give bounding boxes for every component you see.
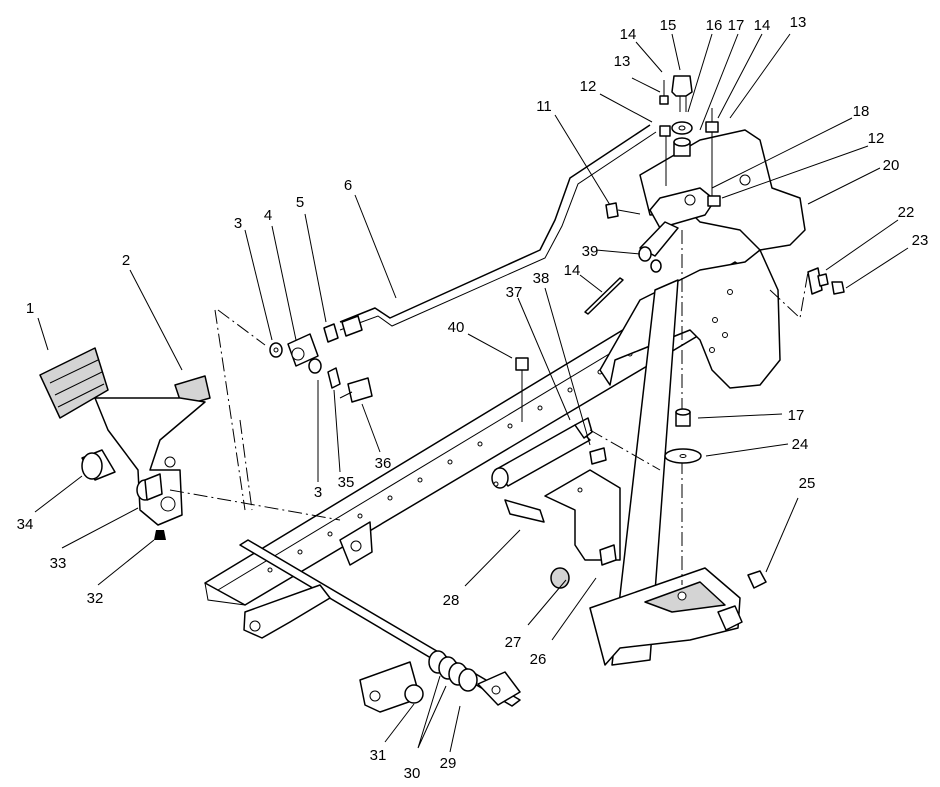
callout-22: 22: [898, 204, 915, 221]
stack-parts: [659, 75, 721, 207]
rod-end-assembly: [269, 323, 373, 403]
callout-12: 12: [580, 78, 597, 95]
callout-28: 28: [443, 592, 460, 609]
bolt-15-head: [671, 75, 693, 97]
callout-17-lower: 17: [788, 407, 805, 424]
callout-29: 29: [440, 755, 457, 772]
callout-24: 24: [792, 436, 809, 453]
callout-23: 23: [912, 232, 929, 249]
callout-20: 20: [883, 157, 900, 174]
pedal-pad-left: [39, 347, 109, 419]
nut-5: [323, 323, 339, 343]
callout-37: 37: [506, 284, 523, 301]
nut-23: [831, 281, 845, 295]
nut-25: [747, 570, 767, 589]
callout-3-lower: 3: [314, 484, 322, 501]
bolt-40: [515, 357, 529, 422]
cylinder-assembly: [491, 417, 621, 589]
support-post: [611, 279, 679, 666]
callout-3: 3: [234, 215, 242, 232]
bolt-36-head: [347, 377, 373, 403]
callout-12-right: 12: [868, 130, 885, 147]
callout-11: 11: [536, 98, 552, 115]
washer-13a: [659, 95, 669, 105]
callout-27: 27: [505, 634, 522, 651]
callout-36: 36: [375, 455, 392, 472]
pedal-bushing: [81, 449, 116, 481]
callout-34: 34: [17, 516, 34, 533]
nut-32: [154, 530, 166, 540]
callout-14-right: 14: [754, 17, 771, 34]
callout-30: 30: [404, 765, 421, 782]
callout-14: 14: [620, 26, 637, 43]
bushing-17-lower: [675, 408, 691, 427]
callout-labels: 1 2 3 4 5 6 3 35 36 34 33 32 40 37 38 39…: [17, 14, 929, 782]
callout-35: 35: [338, 474, 355, 491]
clip-22: [807, 267, 829, 295]
callout-14-lower: 14: [564, 262, 581, 279]
callout-4: 4: [264, 207, 272, 224]
callout-2: 2: [122, 252, 130, 269]
callout-18: 18: [853, 103, 870, 120]
pedal-assembly: [39, 347, 211, 526]
lock-washer-35: [327, 367, 341, 389]
pedal-arm: [94, 397, 206, 526]
pivot-arm: [638, 187, 716, 273]
callout-16: 16: [706, 17, 723, 34]
callout-17: 17: [728, 17, 745, 34]
end-clip: [477, 671, 521, 706]
callout-13-right: 13: [790, 14, 807, 31]
callout-26: 26: [530, 651, 547, 668]
callout-1: 1: [26, 300, 34, 317]
mounting-plate: [599, 129, 806, 666]
control-rod: [339, 124, 657, 337]
bolt-11-head: [605, 202, 619, 219]
pin-14: [584, 277, 624, 315]
fitting-38: [589, 447, 607, 465]
washer-24: [664, 448, 702, 464]
callout-31: 31: [370, 747, 387, 764]
callout-39: 39: [582, 243, 599, 260]
callout-5: 5: [296, 194, 304, 211]
nut-12a: [659, 125, 671, 137]
leader-lines: [34, 33, 909, 753]
washer-39: [650, 259, 662, 273]
callout-6: 6: [344, 177, 352, 194]
pedal-pin: [136, 473, 163, 501]
callout-33: 33: [50, 555, 67, 572]
callout-25: 25: [799, 475, 816, 492]
spring: [428, 650, 478, 692]
washer-31: [404, 684, 424, 704]
shaft-lever-arm: [243, 584, 331, 639]
nut-27: [599, 544, 617, 566]
rod-28: [504, 499, 545, 523]
nut-12b: [707, 195, 721, 207]
callout-32: 32: [87, 590, 104, 607]
callout-40: 40: [448, 319, 465, 336]
cross-shaft: [239, 539, 521, 713]
callout-13: 13: [614, 53, 631, 70]
callout-15: 15: [660, 17, 677, 34]
mounting-plate-holes: [709, 174, 751, 353]
callout-38: 38: [533, 270, 550, 287]
washer-13b: [705, 121, 719, 133]
shaft-end: [550, 567, 570, 589]
base-bracket: [589, 567, 743, 666]
washer-3b: [308, 358, 322, 374]
